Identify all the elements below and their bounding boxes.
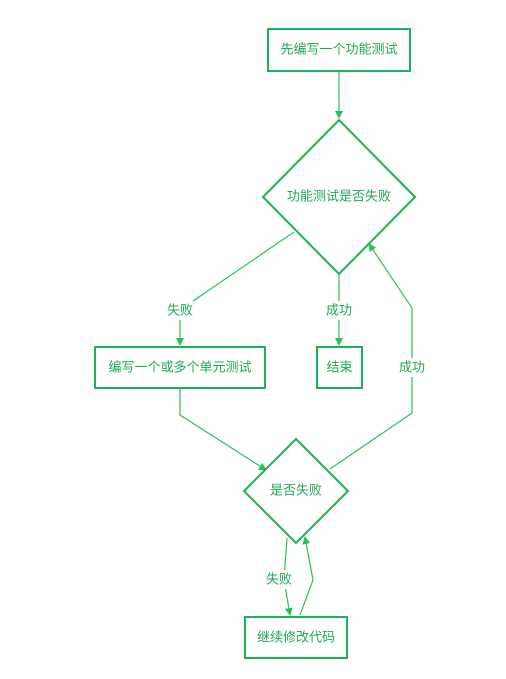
edge-label-unit-fail: 失败 (260, 570, 298, 589)
edge-label-functional-success: 成功 (320, 301, 358, 320)
edge-unit-tests-to-decision (179, 388, 267, 471)
node-modify-code: 继续修改代码 (244, 616, 348, 659)
edge-modify-to-decision (299, 536, 314, 616)
edge-label-unit-success-text: 成功 (399, 361, 425, 376)
node-decision-unit-label: 是否失败 (270, 484, 322, 499)
node-modify-code-label: 继续修改代码 (257, 631, 335, 646)
edge-label-functional-success-text: 成功 (326, 304, 352, 319)
node-end-label: 结束 (326, 361, 352, 376)
node-write-unit-tests-label: 编写一个或多个单元测试 (108, 360, 251, 376)
node-decision-functional-label: 功能测试是否失败 (287, 190, 391, 205)
node-start: 先编写一个功能测试 (267, 28, 411, 72)
node-decision-unit: 是否失败 (242, 437, 350, 545)
node-start-label: 先编写一个功能测试 (280, 43, 397, 58)
edge-label-unit-success: 成功 (393, 358, 431, 377)
edge-label-unit-fail-text: 失败 (266, 573, 292, 588)
node-write-unit-tests: 编写一个或多个单元测试 (94, 346, 266, 389)
edge-label-functional-fail-text: 失败 (167, 304, 193, 319)
node-end: 结束 (316, 346, 363, 389)
edge-label-functional-fail: 失败 (161, 301, 199, 320)
edge-functional-fail (176, 231, 295, 346)
node-decision-functional: 功能测试是否失败 (261, 118, 417, 276)
